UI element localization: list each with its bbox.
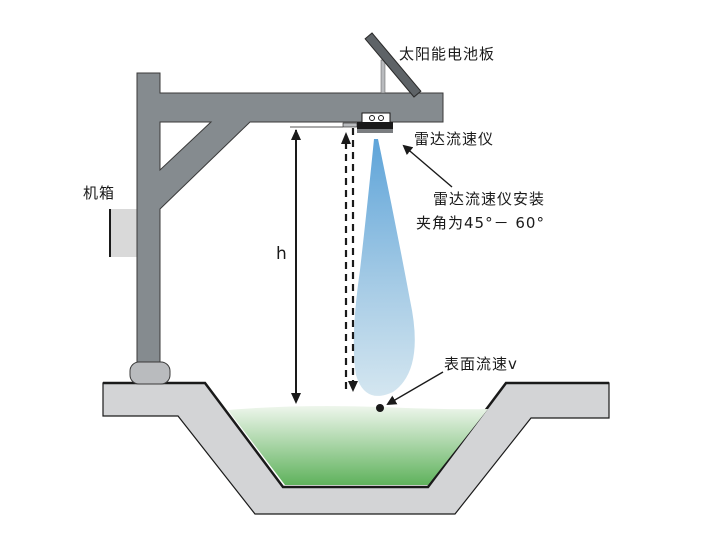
channel-inner-edge <box>103 381 609 489</box>
solar-panel <box>364 32 422 98</box>
height-arrow-top-head <box>291 129 301 140</box>
solar-panel-label: 太阳能电池板 <box>399 45 496 63</box>
velocity-pointer-arrow <box>386 371 444 406</box>
distance-dashed-arrow-down <box>348 381 358 392</box>
cabinet-box <box>110 209 138 257</box>
frame-brace-hole <box>159 121 213 172</box>
radar-meter-lens-left <box>369 115 375 121</box>
radar-meter-label: 雷达流速仪 <box>414 130 495 148</box>
surface-velocity-label: 表面流速v <box>444 355 518 373</box>
cabinet-label: 机箱 <box>83 184 116 202</box>
radar-meter-base <box>357 129 393 133</box>
install-angle-label-line2: 夹角为45°－ 60° <box>416 214 545 232</box>
solar-panel-pole <box>380 59 386 94</box>
water-body <box>228 406 488 485</box>
distance-dashed-arrow-up <box>341 132 351 144</box>
radar-meter-top <box>361 112 391 124</box>
install-angle-label-line1: 雷达流速仪安装 <box>433 190 546 208</box>
surface-velocity-point <box>376 404 384 412</box>
radar-meter-body <box>357 122 393 129</box>
height-arrow-bottom-head <box>291 393 301 404</box>
height-label: h <box>276 244 287 264</box>
radar-beam <box>353 139 415 396</box>
radar-meter-lens-right <box>378 115 384 121</box>
angle-pointer-arrow <box>402 144 453 188</box>
mount-bracket <box>342 122 358 128</box>
post-foot <box>129 361 171 385</box>
